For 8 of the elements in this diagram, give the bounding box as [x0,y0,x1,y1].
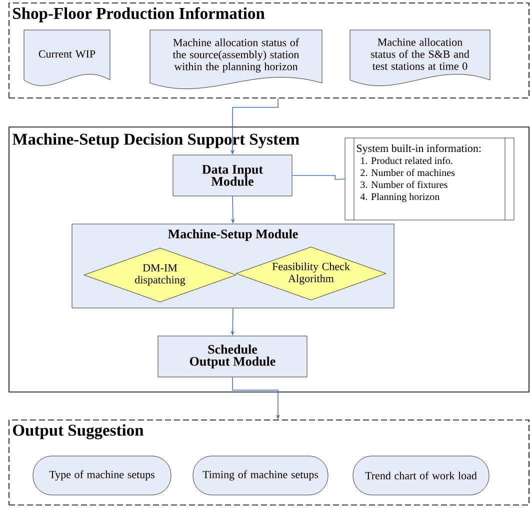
output-pill: Timing of machine setups [192,456,328,496]
info-box: System built-in information: 1. Product related info. 2. Number of machines 3. Number of fixtures 4. Planning horizon [344,138,514,220]
output-pill: Type of machine setups [32,456,172,496]
section-heading: Shop-Floor Production Information [13,7,265,22]
output-pill: Trend chart of work load [352,456,490,496]
section-heading: Output Suggestion [13,424,144,440]
module-box: Data Input Module [172,154,292,196]
module-box: Schedule Output Module [158,336,308,378]
